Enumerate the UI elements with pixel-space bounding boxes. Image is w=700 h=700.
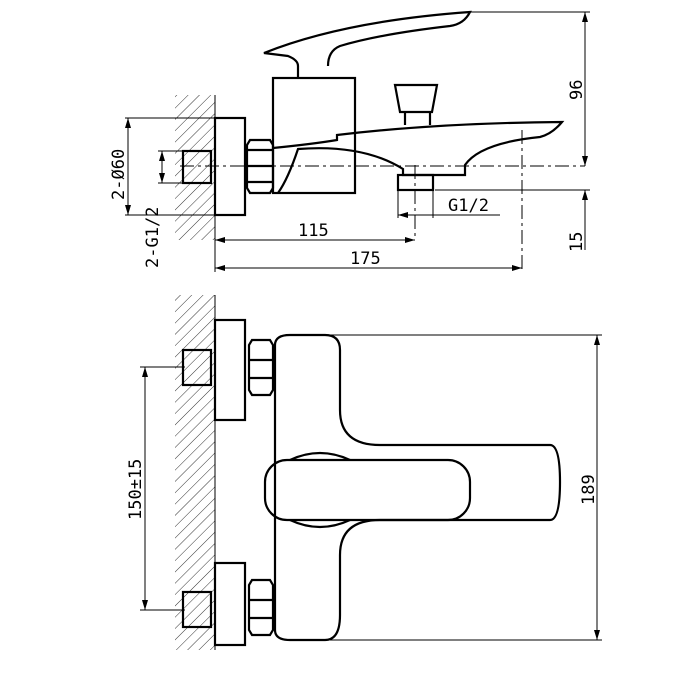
hex-nut-top bbox=[247, 338, 275, 397]
front-view: 150±15 189 bbox=[126, 295, 602, 650]
dim-flange-diameter: 2-Ø60 bbox=[109, 149, 129, 200]
side-view: 96 15 G1/2 115 175 2-Ø60 2-G1/2 bbox=[109, 10, 590, 272]
flange-top bbox=[213, 318, 247, 422]
hex-nut-bottom bbox=[247, 578, 275, 637]
inlet-stub bbox=[181, 149, 213, 185]
dim-175: 175 bbox=[350, 249, 381, 269]
flange-bottom bbox=[213, 561, 247, 647]
wall-hatch bbox=[175, 295, 215, 650]
dim-189: 189 bbox=[579, 474, 599, 505]
dim-g12-outlet: G1/2 bbox=[448, 196, 489, 216]
lever-hub bbox=[289, 451, 351, 529]
lever-front bbox=[263, 458, 472, 522]
spout bbox=[272, 120, 565, 194]
dim-15: 15 bbox=[567, 232, 587, 252]
diverter-knob bbox=[393, 83, 439, 125]
dim-96: 96 bbox=[567, 80, 587, 100]
dim-115: 115 bbox=[298, 221, 329, 241]
body-front bbox=[273, 333, 562, 642]
dim-inlet-spacing: 150±15 bbox=[126, 459, 146, 520]
valve-body bbox=[271, 76, 357, 195]
wall-hatch bbox=[175, 95, 215, 240]
dim-inlet-thread: 2-G1/2 bbox=[143, 207, 163, 268]
lever-handle bbox=[263, 10, 472, 78]
